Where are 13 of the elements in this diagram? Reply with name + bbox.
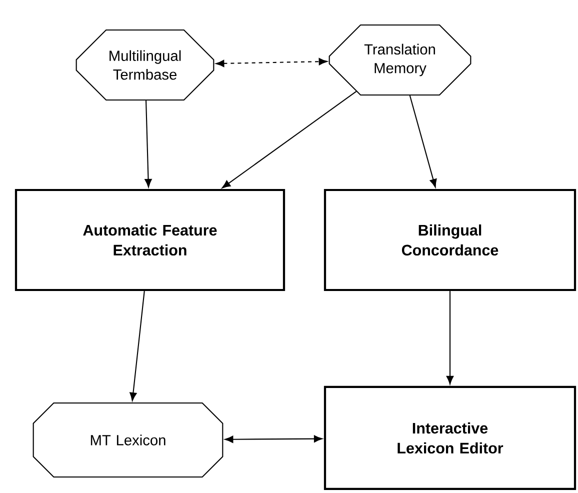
- process-box: Bilingual Concordance: [324, 188, 576, 292]
- arrow: [446, 291, 454, 384]
- octagon-node: Multilingual Termbase: [76, 29, 214, 101]
- arrow: [224, 435, 322, 443]
- arrow: [216, 58, 328, 68]
- arrow: [409, 95, 437, 188]
- octagon-node: MT Lexicon: [32, 402, 224, 478]
- arrow: [144, 100, 152, 188]
- octagon-node: Translation Memory: [328, 24, 472, 96]
- arrow: [130, 291, 145, 401]
- process-box: Automatic Feature Extraction: [14, 188, 286, 292]
- arrow: [222, 91, 357, 188]
- process-box: Interactive Lexicon Editor: [324, 386, 576, 490]
